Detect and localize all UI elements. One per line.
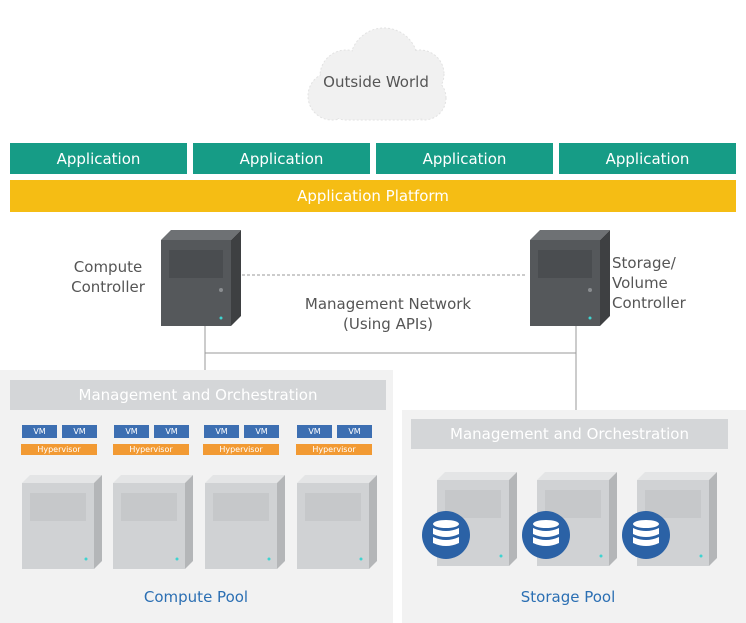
compute-controller-label-line1: Compute xyxy=(73,258,143,276)
compute-pool-label: Compute Pool xyxy=(143,588,249,606)
compute-server-icon xyxy=(205,475,285,569)
application-bar-1: Application xyxy=(10,143,187,174)
vm-box: VM xyxy=(62,425,97,438)
database-icon xyxy=(422,511,470,559)
hypervisor-bar: Hypervisor xyxy=(21,444,97,455)
application-bar-4: Application xyxy=(559,143,736,174)
compute-server-icon xyxy=(297,475,377,569)
vm-box: VM xyxy=(244,425,279,438)
compute-server-icon xyxy=(113,475,193,569)
storage-controller-label-line3: Controller xyxy=(612,294,686,312)
storage-controller-label-line2: Volume xyxy=(612,274,668,292)
compute-controller-server-icon xyxy=(161,230,241,326)
management-network-label-line2: (Using APIs) xyxy=(342,315,433,333)
compute-controller-label-line2: Controller xyxy=(71,278,145,296)
hypervisor-bar: Hypervisor xyxy=(113,444,189,455)
management-network-label-line1: Management Network xyxy=(304,295,472,313)
database-icon xyxy=(622,511,670,559)
hypervisor-bar: Hypervisor xyxy=(296,444,372,455)
database-icon xyxy=(522,511,570,559)
application-bar-2: Application xyxy=(193,143,370,174)
storage-pool-label: Storage Pool xyxy=(520,588,616,606)
vm-box: VM xyxy=(22,425,57,438)
management-network-label: Management Network (Using APIs) xyxy=(283,294,493,334)
hypervisor-bar: Hypervisor xyxy=(203,444,279,455)
cloud-icon xyxy=(307,27,447,121)
cloud-label: Outside World xyxy=(323,73,429,91)
vm-box: VM xyxy=(297,425,332,438)
storage-pool-management-bar: Management and Orchestration xyxy=(411,419,728,449)
storage-controller-label: Storage/ Volume Controller xyxy=(612,253,712,313)
application-bar-3: Application xyxy=(376,143,553,174)
storage-controller-server-icon xyxy=(530,230,610,326)
compute-controller-label: Compute Controller xyxy=(58,257,158,297)
vm-box: VM xyxy=(337,425,372,438)
vm-box: VM xyxy=(114,425,149,438)
storage-controller-label-line1: Storage/ xyxy=(612,254,676,272)
compute-server-icon xyxy=(22,475,102,569)
compute-pool-management-bar: Management and Orchestration xyxy=(10,380,386,410)
application-platform-bar: Application Platform xyxy=(10,180,736,212)
vm-box: VM xyxy=(204,425,239,438)
vm-box: VM xyxy=(154,425,189,438)
